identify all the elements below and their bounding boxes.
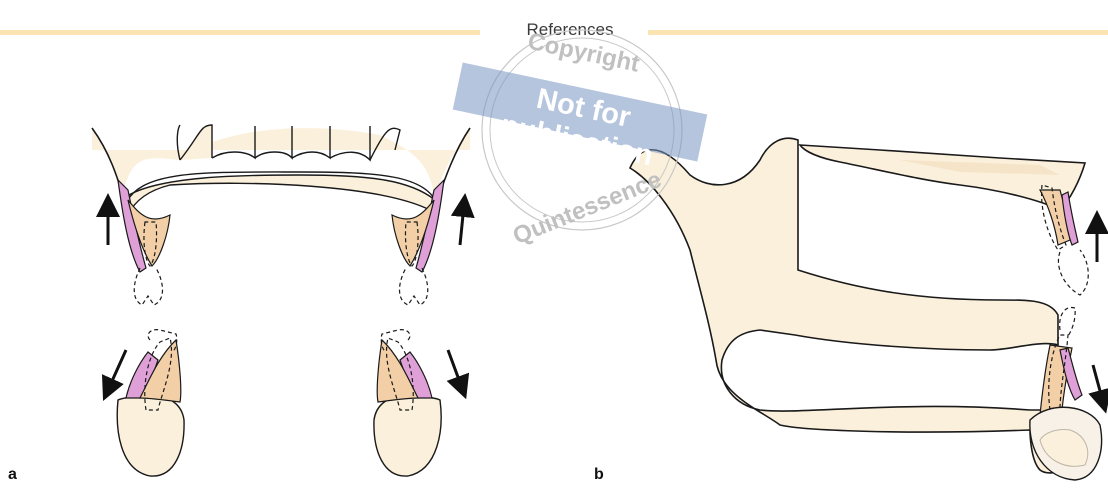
panel-a-lower-left-tooth [117, 330, 184, 476]
arrow-down-b [1093, 365, 1103, 402]
watermark-top-text: Copyright [525, 28, 641, 78]
panel-a-upper-left-tooth [118, 180, 170, 305]
panel-label-b: b [594, 466, 604, 484]
arrow-up-right [460, 205, 464, 245]
panel-b-maxilla [800, 145, 1088, 295]
arrow-down-left [108, 350, 126, 390]
panel-a-arch [92, 125, 470, 215]
arrow-down-right [448, 350, 462, 388]
panel-label-a: a [8, 466, 17, 484]
panel-a-lower-right-tooth [374, 330, 441, 476]
